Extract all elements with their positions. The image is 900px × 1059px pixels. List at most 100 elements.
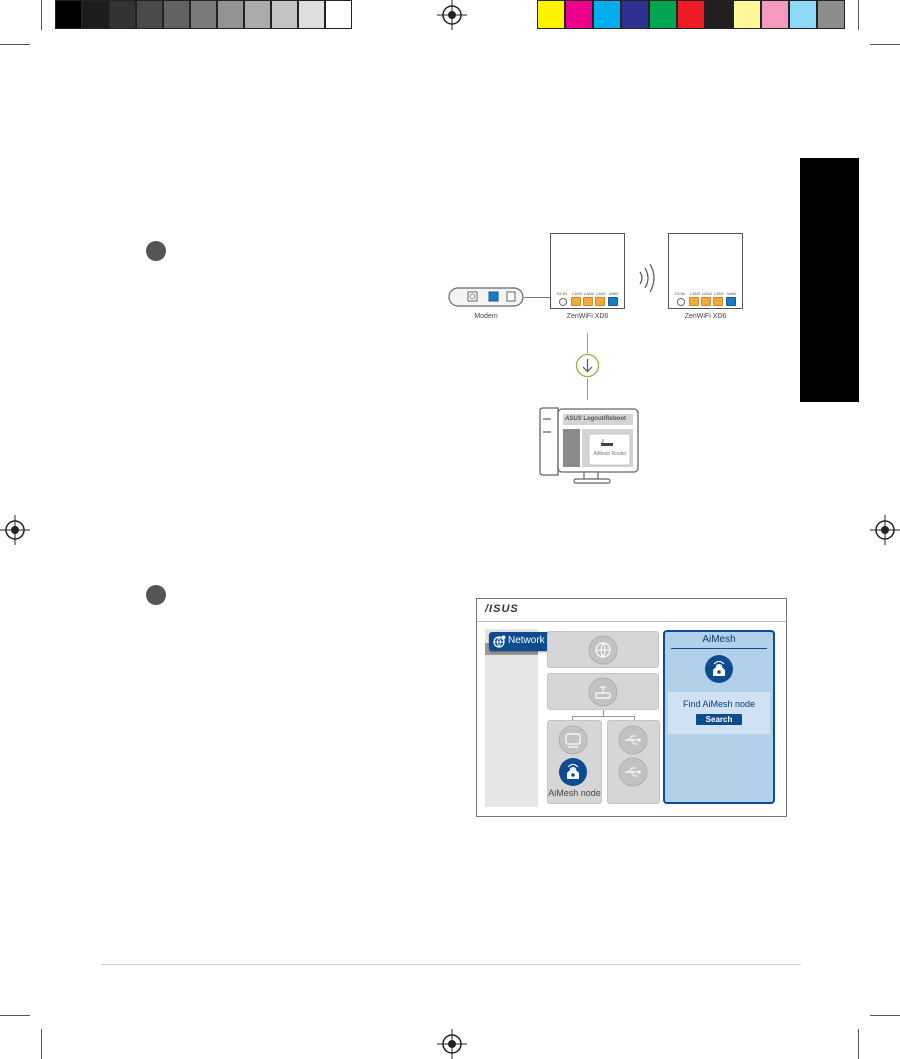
router-1-label: ZenWiFi XD6	[566, 313, 609, 320]
process-color-bar	[537, 0, 847, 29]
wan-port	[608, 297, 618, 306]
setup-illustration: Modem DCIN LAN3 LAN2 LAN1 WAN ZenWiFi XD…	[440, 225, 760, 495]
globe-icon[interactable]	[588, 635, 618, 665]
registration-mark-icon	[437, 0, 467, 30]
header-divider	[477, 621, 786, 622]
lan1-port	[595, 297, 605, 306]
dc-port	[677, 298, 685, 306]
desktop-computer-icon	[539, 407, 639, 484]
registration-mark-icon	[437, 1029, 467, 1059]
port-label-lan1: LAN1	[596, 291, 607, 296]
aimesh-ui-screenshot: /ISUS Network Map	[476, 598, 787, 817]
monitor-icon[interactable]	[558, 725, 588, 755]
tree-connector-right	[634, 716, 635, 721]
aimesh-title: AiMesh	[702, 634, 736, 645]
port-label-wan: WAN	[727, 291, 737, 296]
color-swatch	[705, 0, 733, 29]
router-2-device: DCIN LAN3 LAN2 LAN1 WAN	[668, 233, 743, 309]
port-label-wan: WAN	[609, 291, 619, 296]
left-nav-panel	[485, 629, 538, 807]
dc-port	[559, 298, 567, 306]
color-swatch	[55, 0, 82, 29]
aimesh-panel: AiMesh Find AiMesh node Search	[663, 630, 775, 804]
monitor-header-brand: ASUS	[565, 416, 582, 422]
modem-label: Modem	[474, 313, 498, 320]
color-swatch	[217, 0, 244, 29]
modem-router-cable	[524, 297, 562, 298]
router-icon[interactable]	[588, 677, 618, 707]
wan-port	[726, 297, 736, 306]
network-globe-icon	[493, 635, 506, 648]
color-swatch	[298, 0, 325, 29]
lan3-port	[571, 297, 581, 306]
color-swatch	[271, 0, 298, 29]
port-label-lan3: LAN3	[572, 291, 583, 296]
search-button[interactable]: Search	[696, 714, 742, 725]
router-2-label: ZenWiFi XD6	[684, 313, 727, 320]
registration-mark-icon	[0, 515, 30, 545]
lan2-port	[583, 297, 593, 306]
aimesh-node-icon[interactable]	[558, 757, 588, 787]
color-swatch	[733, 0, 761, 29]
crop-mark-bottom-right-v	[858, 1029, 859, 1059]
lan1-port	[713, 297, 723, 306]
color-swatch	[109, 0, 136, 29]
color-swatch	[325, 0, 352, 29]
color-swatch	[136, 0, 163, 29]
color-swatch	[649, 0, 677, 29]
color-swatch	[565, 0, 593, 29]
crop-mark-top-left-v	[41, 0, 42, 30]
monitor-header-text: ASUS Logout/Reboot	[565, 416, 626, 422]
color-swatch	[82, 0, 109, 29]
monitor-caption: AiMesh Router	[593, 451, 627, 457]
port-label-dcin: DCIN	[675, 291, 685, 296]
color-swatch	[537, 0, 565, 29]
monitor-header-rest: Logout/Reboot	[583, 416, 626, 422]
lan2-port	[701, 297, 711, 306]
registration-mark-icon	[870, 515, 900, 545]
crop-mark-bottom-left-v	[41, 1029, 42, 1059]
step-2-marker	[146, 585, 166, 605]
port-label-lan3: LAN3	[690, 291, 701, 296]
footer-rule	[101, 964, 801, 965]
crop-mark-top-left-h	[0, 44, 30, 45]
color-swatch	[244, 0, 271, 29]
network-map-label: Network Map	[508, 635, 567, 646]
tree-connector-left	[572, 716, 573, 721]
gray-color-bar	[55, 0, 355, 29]
usb-icon[interactable]	[618, 725, 648, 755]
connector-line-bottom	[587, 378, 588, 400]
color-swatch	[593, 0, 621, 29]
port-label-lan2: LAN2	[702, 291, 713, 296]
find-node-label: Find AiMesh node	[682, 699, 756, 709]
tree-connector-vertical	[603, 710, 604, 716]
aimesh-title-divider	[671, 648, 767, 649]
aimesh-node-icon	[705, 655, 733, 683]
crop-mark-top-right-h	[870, 44, 900, 45]
color-swatch	[761, 0, 789, 29]
aimesh-node-label: AiMesh node	[548, 788, 601, 798]
color-swatch	[621, 0, 649, 29]
find-node-card: Find AiMesh node Search	[668, 692, 770, 734]
port-label-lan2: LAN2	[584, 291, 595, 296]
crop-mark-bottom-right-h	[870, 1015, 900, 1016]
port-label-dcin: DCIN	[557, 291, 567, 296]
color-swatch	[677, 0, 705, 29]
lan3-port	[689, 297, 699, 306]
asus-logo: /ISUS	[485, 603, 519, 615]
color-swatch	[789, 0, 817, 29]
color-swatch	[163, 0, 190, 29]
tree-connector-horizontal	[572, 716, 634, 717]
port-label-lan1: LAN1	[714, 291, 725, 296]
connector-line-top	[587, 333, 588, 353]
crop-mark-top-right-v	[858, 0, 859, 30]
router-1-device: DCIN LAN3 LAN2 LAN1 WAN	[550, 233, 625, 309]
usb-icon[interactable]	[618, 757, 648, 787]
step-1-marker	[146, 241, 166, 261]
color-swatch	[190, 0, 217, 29]
language-side-tab	[800, 158, 859, 402]
crop-mark-bottom-left-h	[0, 1015, 30, 1016]
modem-icon	[448, 287, 524, 307]
color-swatch	[817, 0, 845, 29]
arrow-down-icon	[575, 353, 600, 378]
